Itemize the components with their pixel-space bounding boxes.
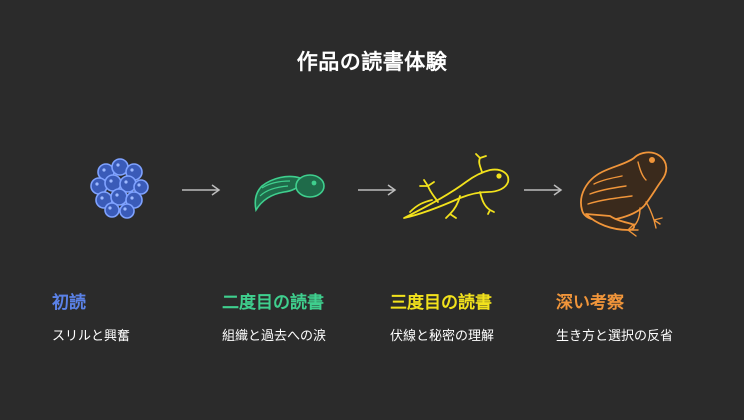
stage-label-third-read: 三度目の読書 — [390, 293, 492, 313]
arrow-right-icon — [182, 184, 221, 196]
stage-desc-second-read: 組織と過去への涙 — [222, 329, 327, 344]
tadpole-icon — [254, 174, 325, 213]
arrow-right-icon — [358, 184, 397, 196]
stage-label-second-read: 二度目の読書 — [222, 293, 324, 313]
stage-desc-deep-reflection: 生き方と選択の反省 — [556, 329, 674, 344]
diagram-title: 作品の読書体験 — [296, 50, 448, 74]
frog-icon — [580, 151, 668, 237]
froglet-icon — [403, 153, 510, 219]
stage-desc-third-read: 伏線と秘密の理解 — [390, 329, 495, 344]
stage-desc-first-read: スリルと興奮 — [52, 329, 131, 344]
frog-eggs-icon — [90, 158, 149, 219]
stage-label-deep-reflection: 深い考察 — [556, 293, 624, 313]
arrow-right-icon — [524, 184, 563, 196]
stage-label-first-read: 初読 — [52, 293, 86, 313]
